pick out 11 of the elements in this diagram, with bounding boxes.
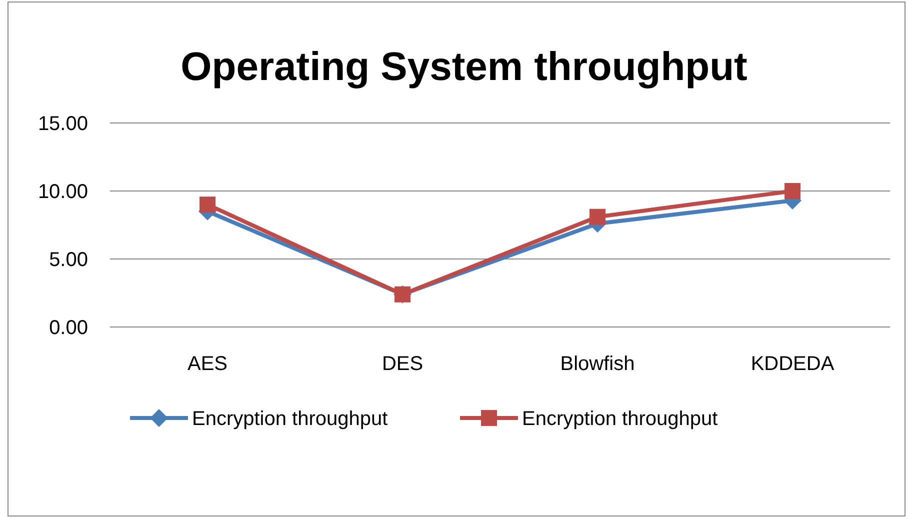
category-label: KDDEDA [750,353,834,375]
chart-title: Operating System throughput [180,45,748,89]
axis-tick-label: 0.00 [49,317,88,339]
category-label: Blowfish [560,353,635,375]
axis-tick-label: 10.00 [38,181,88,203]
axis-tick-label: 5.00 [49,249,88,271]
legend-label: Encryption throughput [192,408,388,430]
axis-tick-label: 15.00 [38,113,88,135]
category-label: AES [187,353,228,375]
legend-label: Encryption throughput [522,408,718,430]
category-label: DES [382,353,424,375]
